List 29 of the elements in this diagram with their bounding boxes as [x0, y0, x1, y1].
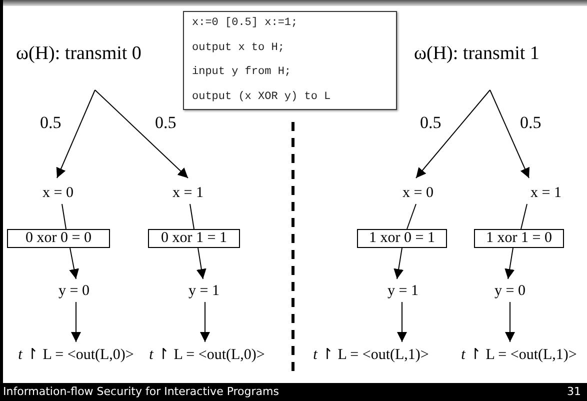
xor-box: 0 xor 1 = 1 — [148, 229, 240, 248]
arrow — [196, 248, 206, 280]
edge-label: 0.5 — [520, 114, 542, 131]
page-number: 31 — [567, 385, 581, 399]
arrow — [200, 302, 210, 342]
code-line: input y from H; — [192, 67, 292, 78]
xor-box: 1 xor 0 = 1 — [357, 229, 447, 248]
arrow — [505, 302, 515, 342]
arrow — [416, 90, 490, 178]
xor-box: 1 xor 1 = 0 — [474, 229, 564, 248]
arrow — [94, 90, 188, 178]
arrow — [490, 90, 530, 178]
code-line: output x to H; — [192, 42, 286, 54]
footer-text: Information-flow Security for Interactive Programs — [3, 385, 279, 399]
code-line: output (x XOR y) to L — [192, 92, 332, 103]
arrow — [56, 90, 96, 178]
edge-label: 0.5 — [155, 114, 176, 131]
xor-box: 0 xor 0 = 0 — [7, 229, 110, 248]
arrow — [69, 248, 79, 280]
arrow — [71, 302, 81, 342]
code-box — [183, 11, 397, 110]
edge-label: 0.5 — [40, 114, 62, 131]
arrow — [397, 302, 407, 342]
code-line: x:=0 [0.5] x:=1; — [192, 18, 299, 29]
arrow — [504, 248, 515, 280]
edge-label: 0.5 — [420, 114, 442, 131]
arrow — [394, 248, 404, 280]
branch-title: ω(H): transmit 0 — [16, 42, 142, 66]
branch-title: ω(H): transmit 1 — [414, 42, 540, 66]
